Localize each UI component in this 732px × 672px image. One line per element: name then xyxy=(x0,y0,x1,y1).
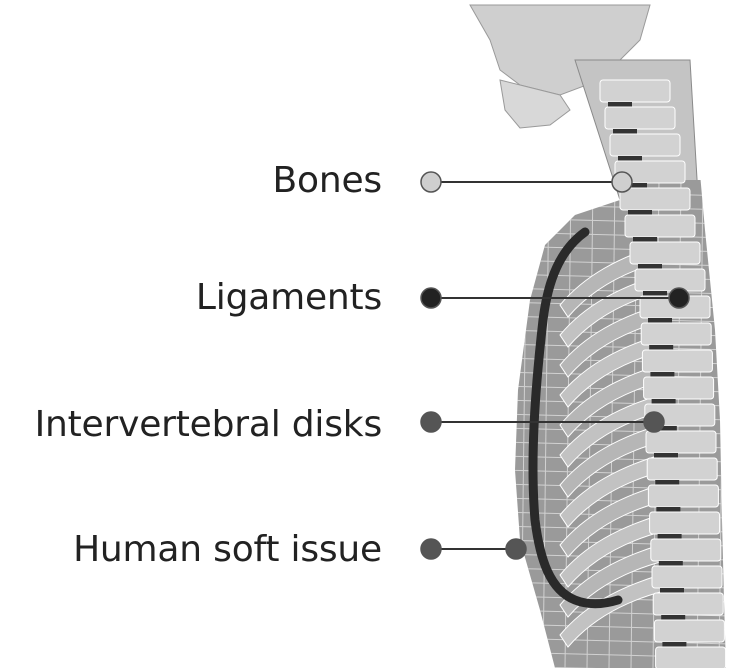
callout-dot-intervertebral-disks xyxy=(421,412,441,432)
callout-label-soft-tissue: Human soft issue xyxy=(73,530,382,570)
disk-mark xyxy=(608,102,632,107)
disk-mark xyxy=(654,453,678,458)
vertebra xyxy=(652,566,722,588)
vertebra xyxy=(644,377,714,399)
callout-label-intervertebral-disks: Intervertebral disks xyxy=(35,405,382,445)
target-dot-ligaments xyxy=(669,288,689,308)
vertebra xyxy=(656,647,726,668)
disk-mark xyxy=(633,237,657,242)
disk-mark xyxy=(659,561,683,566)
vertebra xyxy=(650,512,720,534)
vertebra xyxy=(646,431,716,453)
vertebra xyxy=(653,593,723,615)
disk-mark xyxy=(656,507,680,512)
disk-mark xyxy=(649,345,673,350)
callout-label-ligaments: Ligaments xyxy=(196,278,382,318)
vertebra xyxy=(620,188,690,210)
disk-mark xyxy=(618,156,642,161)
callout-dot-soft-tissue xyxy=(421,539,441,559)
disk-mark xyxy=(658,534,682,539)
vertebra xyxy=(641,323,711,345)
callout-dot-ligaments xyxy=(421,288,441,308)
vertebra xyxy=(651,539,721,561)
vertebra xyxy=(625,215,695,237)
disk-mark xyxy=(652,399,676,404)
vertebra xyxy=(654,620,724,642)
vertebra xyxy=(600,80,670,102)
vertebra xyxy=(642,350,712,372)
vertebra xyxy=(635,269,705,291)
target-dot-bones xyxy=(612,172,632,192)
disk-mark xyxy=(628,210,652,215)
target-dot-intervertebral-disks xyxy=(644,412,664,432)
disk-mark xyxy=(655,480,679,485)
disk-mark xyxy=(638,264,662,269)
target-dot-soft-tissue xyxy=(506,539,526,559)
callout-dot-bones xyxy=(421,172,441,192)
disk-mark xyxy=(643,291,667,296)
disk-mark xyxy=(648,318,672,323)
disk-mark xyxy=(660,588,684,593)
vertebra xyxy=(610,134,680,156)
disk-mark xyxy=(650,372,674,377)
disk-mark xyxy=(661,615,685,620)
vertebra xyxy=(630,242,700,264)
callout-label-bones: Bones xyxy=(273,161,382,201)
vertebra xyxy=(647,458,717,480)
vertebra xyxy=(605,107,675,129)
disk-mark xyxy=(662,642,686,647)
disk-mark xyxy=(613,129,637,134)
vertebra xyxy=(648,485,718,507)
